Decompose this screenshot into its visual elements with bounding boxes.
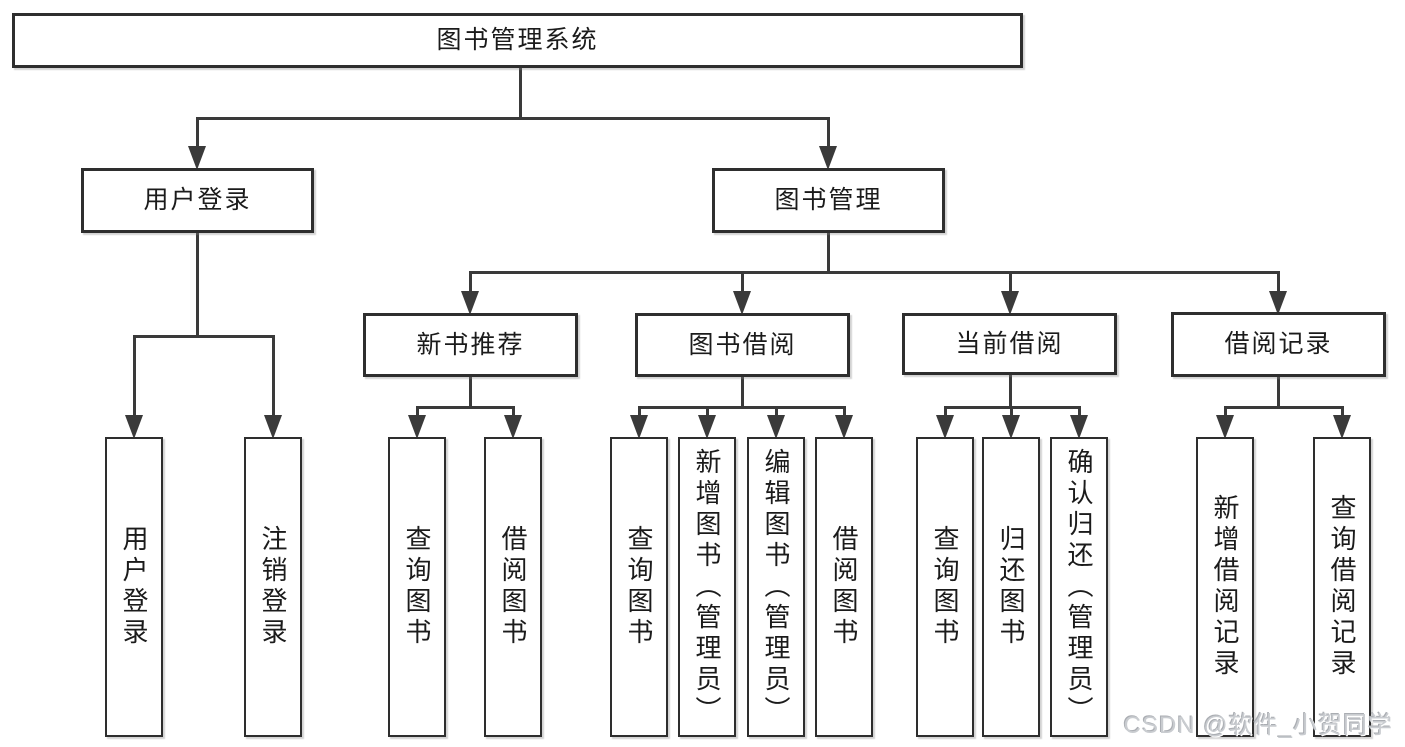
node-borrow-books: 借阅图书 — [815, 437, 873, 737]
connector-rail-line — [132, 334, 275, 338]
connector-drop-line — [1276, 272, 1280, 295]
node-label: 借阅记录 — [1224, 330, 1333, 358]
connector-drop-line — [1009, 407, 1013, 419]
connector-stub-line — [1008, 375, 1012, 409]
node-add-books-admin: 新增图书（管理员） — [678, 437, 736, 737]
node-label: 新增借阅记录 — [1210, 494, 1240, 680]
node-current-borrowing: 当前借阅 — [902, 313, 1117, 375]
node-label: 新书推荐 — [416, 330, 525, 359]
arrow-down-icon — [1001, 291, 1019, 315]
connector-drop-line — [415, 407, 419, 419]
node-label: 用户登录 — [143, 186, 252, 214]
connector-drop-line — [1077, 407, 1081, 419]
node-borrowing-records: 借阅记录 — [1171, 312, 1386, 377]
connector-stub-line — [518, 68, 522, 120]
node-query-books-current: 查询图书 — [916, 437, 974, 737]
arrow-down-icon — [936, 415, 954, 439]
node-label: 查询图书 — [624, 525, 654, 649]
node-label: 当前借阅 — [955, 329, 1064, 358]
connector-drop-line — [195, 120, 199, 150]
arrow-down-icon — [125, 415, 143, 439]
arrow-down-icon — [1216, 415, 1234, 439]
arrow-down-icon — [264, 415, 282, 439]
node-label: 图书管理系统 — [436, 26, 599, 54]
arrow-down-icon — [188, 146, 206, 170]
connector-drop-line — [943, 407, 947, 419]
arrow-down-icon — [835, 415, 853, 439]
connector-drop-line — [774, 407, 778, 419]
connector-drop-line — [511, 407, 515, 419]
watermark: CSDN @软件_小贺同学 — [1123, 712, 1393, 739]
node-label: 确认归还（管理员） — [1064, 447, 1094, 727]
node-book-borrowing: 图书借阅 — [635, 313, 850, 377]
connector-drop-line — [271, 336, 275, 419]
node-label: 图书借阅 — [688, 330, 797, 359]
node-label: 借阅图书 — [829, 525, 859, 649]
node-query-borrow-record: 查询借阅记录 — [1313, 437, 1371, 737]
node-label: 查询图书 — [402, 525, 432, 649]
node-label: 注销登录 — [258, 525, 288, 649]
arrow-down-icon — [504, 415, 522, 439]
node-edit-books-admin: 编辑图书（管理员） — [747, 437, 805, 737]
arrow-down-icon — [733, 291, 751, 315]
connector-drop-line — [1340, 407, 1344, 419]
node-book-management: 图书管理 — [712, 168, 945, 233]
node-return-books: 归还图书 — [982, 437, 1040, 737]
arrow-down-icon — [408, 415, 426, 439]
connector-drop-line — [1008, 272, 1012, 295]
node-user-login-action: 用户登录 — [105, 437, 163, 737]
node-add-borrow-record: 新增借阅记录 — [1196, 437, 1254, 737]
node-logout-action: 注销登录 — [244, 437, 302, 737]
node-label: 归还图书 — [996, 525, 1026, 649]
arrow-down-icon — [1070, 415, 1088, 439]
connector-rail-line — [468, 270, 1280, 274]
connector-stub-line — [195, 233, 199, 338]
node-label: 借阅图书 — [498, 525, 528, 649]
node-confirm-return-admin: 确认归还（管理员） — [1050, 437, 1108, 737]
node-label: 新增图书（管理员） — [692, 447, 722, 727]
arrow-down-icon — [630, 415, 648, 439]
connector-stub-line — [1276, 377, 1280, 409]
connector-drop-line — [740, 272, 744, 295]
node-label: 查询图书 — [930, 525, 960, 649]
arrow-down-icon — [461, 291, 479, 315]
arrow-down-icon — [698, 415, 716, 439]
connector-drop-line — [468, 272, 472, 295]
node-label: 查询借阅记录 — [1327, 494, 1357, 680]
node-query-books-borrow: 查询图书 — [610, 437, 668, 737]
connector-stub-line — [826, 233, 830, 274]
connector-rail-line — [415, 405, 515, 409]
node-label: 图书管理 — [774, 186, 883, 214]
connector-drop-line — [705, 407, 709, 419]
connector-rail-line — [195, 116, 830, 120]
node-borrow-books-recommend: 借阅图书 — [484, 437, 542, 737]
node-user-login: 用户登录 — [81, 168, 314, 233]
connector-stub-line — [740, 377, 744, 409]
connector-drop-line — [842, 407, 846, 419]
node-query-books-recommend: 查询图书 — [388, 437, 446, 737]
arrow-down-icon — [819, 146, 837, 170]
connector-drop-line — [1223, 407, 1227, 419]
node-label: 编辑图书（管理员） — [761, 447, 791, 727]
node-new-book-recommendation: 新书推荐 — [363, 313, 578, 377]
node-label: 用户登录 — [119, 525, 149, 649]
arrow-down-icon — [1269, 291, 1287, 315]
arrow-down-icon — [767, 415, 785, 439]
connector-rail-line — [1223, 405, 1344, 409]
connector-stub-line — [468, 377, 472, 409]
connector-rail-line — [637, 405, 846, 409]
node-library-management-system: 图书管理系统 — [12, 13, 1023, 68]
connector-drop-line — [132, 336, 136, 419]
arrow-down-icon — [1002, 415, 1020, 439]
connector-drop-line — [826, 120, 830, 150]
connector-drop-line — [637, 407, 641, 419]
arrow-down-icon — [1333, 415, 1351, 439]
